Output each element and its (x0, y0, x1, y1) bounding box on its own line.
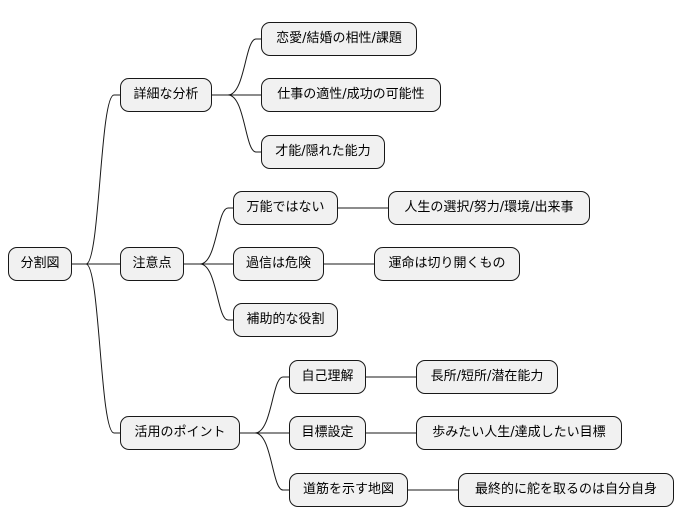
edge-cautions-not-almighty (184, 207, 233, 265)
branch-node-cautions: 注意点 (120, 247, 184, 281)
leaf-node-strengths-weaknesses: 長所/短所/潜在能力 (416, 360, 558, 394)
leaf-node-life-choices: 人生の選択/努力/環境/出来事 (388, 191, 590, 225)
child-node-self-understanding: 自己理解 (289, 360, 366, 394)
edge-usage-self (240, 376, 289, 434)
child-node-roadmap: 道筋を示す地図 (289, 473, 408, 507)
edge-root-usage (72, 263, 120, 434)
leaf-node-love-marriage: 恋愛/結婚の相性/課題 (261, 22, 417, 56)
child-node-goal-setting: 目標設定 (289, 416, 366, 450)
branch-node-detailed-analysis: 詳細な分析 (120, 78, 212, 112)
edge-usage-map (240, 432, 289, 491)
mindmap-root-node: 分割図 (8, 247, 72, 281)
edge-cautions-supporting (184, 263, 233, 321)
edge-root-analysis (72, 94, 120, 265)
leaf-node-desired-life: 歩みたい人生/達成したい目標 (416, 416, 622, 450)
child-node-not-almighty: 万能ではない (233, 191, 338, 225)
leaf-node-work-aptitude: 仕事の適性/成功の可能性 (261, 78, 441, 112)
leaf-node-steer-yourself: 最終的に舵を取るのは自分自身 (458, 473, 674, 507)
leaf-node-supporting-role: 補助的な役割 (233, 303, 338, 337)
leaf-node-talent: 才能/隠れた能力 (261, 135, 385, 169)
edge-analysis-love (212, 38, 261, 96)
edge-analysis-talent (212, 94, 261, 153)
child-node-overconfidence: 過信は危険 (233, 247, 324, 281)
leaf-node-fate: 運命は切り開くもの (374, 247, 520, 281)
branch-node-usage-points: 活用のポイント (120, 416, 240, 450)
